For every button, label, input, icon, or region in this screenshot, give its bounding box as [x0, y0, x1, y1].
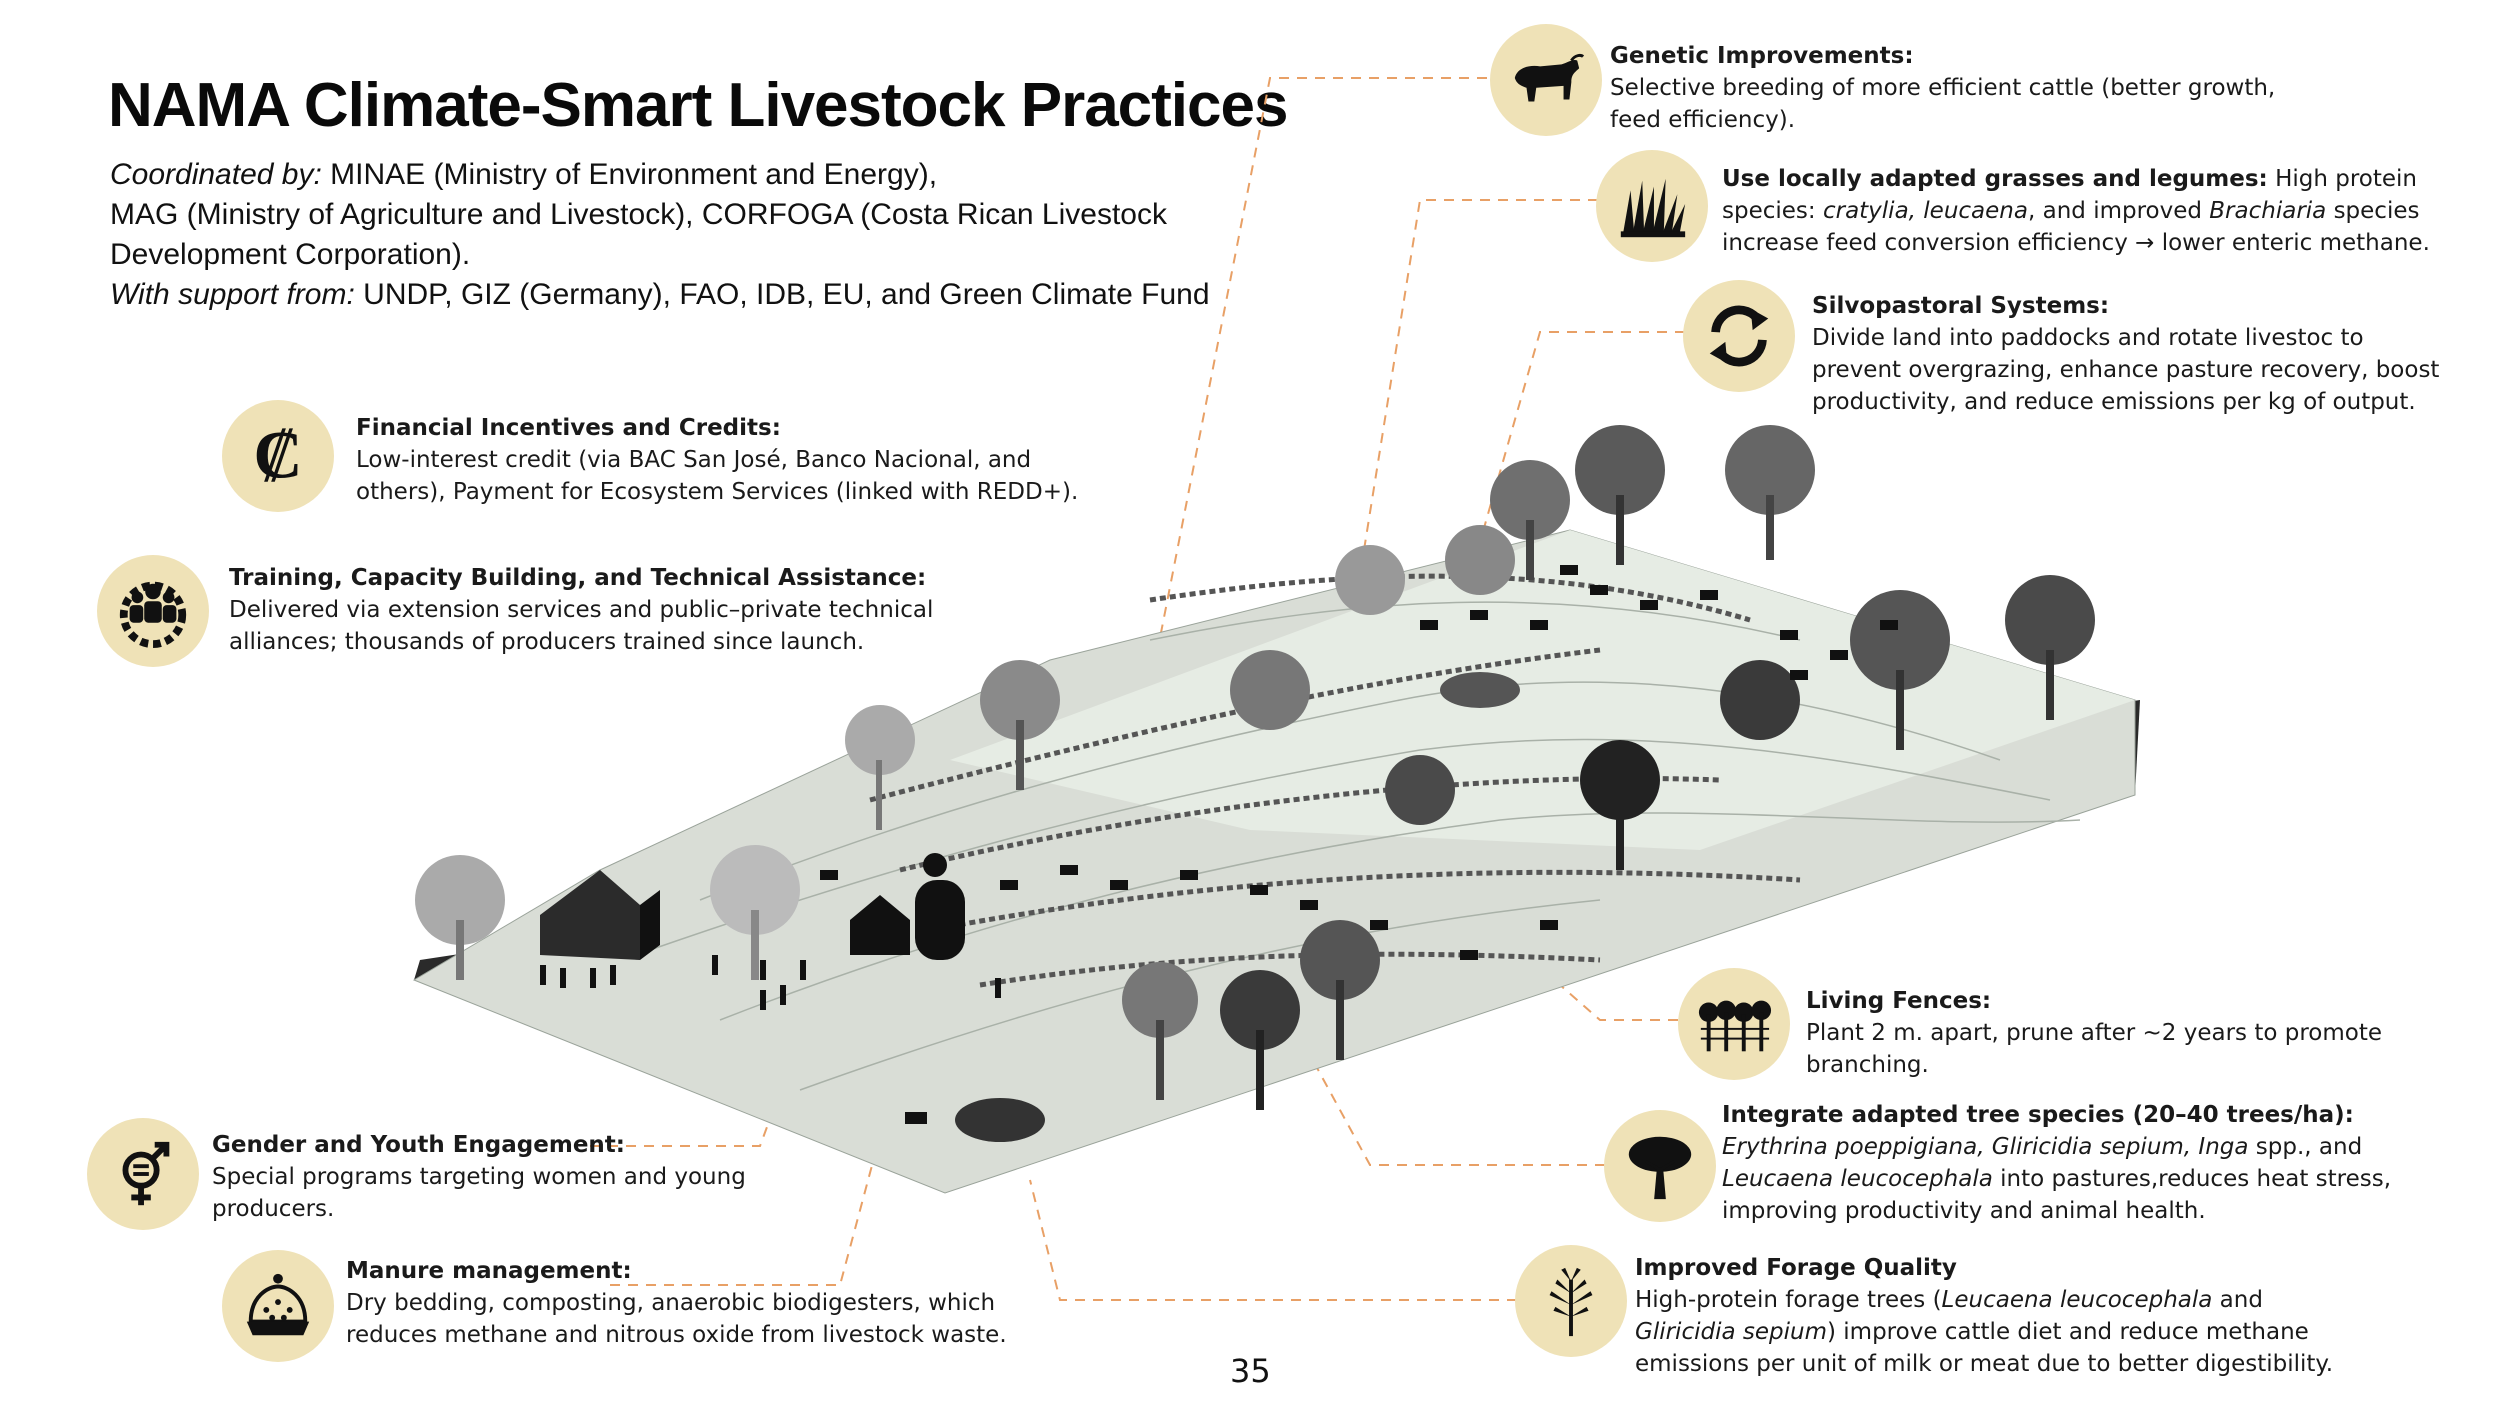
- support-text: UNDP, GIZ (Germany), FAO, IDB, EU, and G…: [363, 278, 1210, 311]
- silvopastoral-heading: Silvopastoral Systems:: [1812, 293, 2110, 319]
- gender-line2: producers.: [212, 1196, 335, 1222]
- silvopastoral-line3: productivity, and reduce emissions per k…: [1812, 389, 2416, 415]
- page-number: 35: [1230, 1352, 1271, 1390]
- silvopastoral-line1: Divide land into paddocks and rotate liv…: [1812, 325, 2364, 351]
- trees-line2-b: into pastures,reduces heat stress,: [1992, 1166, 2392, 1192]
- leader-line-genetic: [1134, 77, 1505, 766]
- trees-line1-a: Erythrina poeppigiana, Gliricidia sepium…: [1722, 1134, 2249, 1160]
- forage-line2-b: ) improve cattle diet and reduce methane: [1827, 1319, 2309, 1345]
- genetic-icon-badge: [1490, 24, 1602, 136]
- forage-line2-a: Gliricidia sepium: [1635, 1319, 1827, 1345]
- training-icon-badge: [97, 555, 209, 667]
- training-line1: Delivered via extension services and pub…: [229, 597, 934, 623]
- manure-text: Manure management: Dry bedding, composti…: [346, 1255, 1007, 1351]
- financial-line2: others), Payment for Ecosystem Services …: [356, 479, 1079, 505]
- gender-heading: Gender and Youth Engagement:: [212, 1132, 625, 1158]
- tree-row-icon: [1698, 1000, 1772, 1052]
- training-line2: alliances; thousands of producers traine…: [229, 629, 865, 655]
- forage-plant-icon: [1549, 1267, 1593, 1337]
- grasses-text: Use locally adapted grasses and legumes:…: [1722, 163, 2430, 259]
- genetic-line2: feed efficiency).: [1610, 107, 1795, 133]
- forage-icon-badge: [1515, 1245, 1627, 1357]
- biodigester-building: [850, 853, 965, 960]
- fences-text: Living Fences: Plant 2 m. apart, prune a…: [1806, 985, 2500, 1081]
- genetic-line1: Selective breeding of more efficient cat…: [1610, 75, 2276, 101]
- manure-line2: reduces methane and nitrous oxide from l…: [346, 1322, 1007, 1348]
- cattle: [820, 565, 1898, 1124]
- trees-icon-badge: [1604, 1110, 1716, 1222]
- grasses-line2-b: cratylia, leucaena: [1822, 198, 2028, 224]
- grasses-icon-badge: [1596, 150, 1708, 262]
- trees-text: Integrate adapted tree species (20–40 tr…: [1722, 1099, 2391, 1227]
- coord-line3: Development Corporation).: [110, 238, 471, 271]
- trees-line2-a: Leucaena leucocephala: [1722, 1166, 1993, 1192]
- manure-icon-badge: [222, 1250, 334, 1362]
- genetic-text: Genetic Improvements: Selective breeding…: [1610, 40, 2275, 136]
- gender-line1: Special programs targeting women and you…: [212, 1164, 746, 1190]
- coordination-block: Coordinated by: MINAE (Ministry of Envir…: [110, 155, 1210, 315]
- grasses-line2-e: species: [2326, 198, 2420, 224]
- forage-heading: Improved Forage Quality: [1635, 1255, 1957, 1281]
- silvopastoral-text: Silvopastoral Systems: Divide land into …: [1812, 290, 2439, 418]
- colon-currency-icon: ₡: [253, 417, 302, 494]
- fences-icon-badge: [1678, 968, 1790, 1080]
- grasses-line2-d: Brachiaria: [2209, 198, 2327, 224]
- coord-line2: MAG (Ministry of Agriculture and Livesto…: [110, 198, 1167, 231]
- silvopastoral-icon-badge: [1683, 280, 1795, 392]
- tree-icon: [1628, 1136, 1692, 1200]
- grasses-line1: Use locally adapted grasses and legumes:…: [1722, 166, 2417, 192]
- people: [540, 955, 1001, 1010]
- page-title: NAMA Climate-Smart Livestock Practices: [108, 71, 1288, 140]
- trees-line1-b: spp., and: [2248, 1134, 2363, 1160]
- leader-line-silvopastoral: [1459, 331, 1685, 613]
- fences-heading: Living Fences:: [1806, 988, 1992, 1014]
- forage-line1-c: and: [2212, 1287, 2263, 1313]
- trees: [415, 425, 2095, 1142]
- forage-line1-b: Leucaena leucocephala: [1941, 1287, 2213, 1313]
- forage-line1: High-protein forage trees (Leucaena leuc…: [1635, 1287, 2263, 1313]
- coord-label: Coordinated by:: [110, 158, 322, 191]
- forage-line1-a: High-protein forage trees (: [1635, 1287, 1942, 1313]
- forage-line2: Gliricidia sepium) improve cattle diet a…: [1635, 1319, 2309, 1345]
- financial-icon-badge: ₡: [222, 400, 334, 512]
- people-gear-icon: [119, 581, 187, 649]
- fences-line1: Plant 2 m. apart, prune after ~2 years t…: [1806, 1020, 2382, 1078]
- trees-line2: Leucaena leucocephala into pastures,redu…: [1722, 1166, 2391, 1192]
- manure-line1: Dry bedding, composting, anaerobic biodi…: [346, 1290, 996, 1316]
- barn: [540, 870, 660, 960]
- training-heading: Training, Capacity Building, and Technic…: [229, 565, 927, 591]
- manure-heading: Manure management:: [346, 1258, 632, 1284]
- grasses-line2-c: , and improved: [2027, 198, 2210, 224]
- grasses-heading-tail: High protein: [2267, 166, 2418, 192]
- grasses-line2-a: species:: [1722, 198, 1823, 224]
- grasses-heading: Use locally adapted grasses and legumes:: [1722, 166, 2268, 192]
- leader-line-forage: [1029, 1179, 1517, 1301]
- financial-line1: Low-interest credit (via BAC San José, B…: [356, 447, 1032, 473]
- gender-text: Gender and Youth Engagement: Special pro…: [212, 1129, 746, 1225]
- manure-pile-icon: [246, 1273, 310, 1336]
- genetic-heading: Genetic Improvements:: [1610, 43, 1914, 69]
- grass-icon: [1620, 178, 1686, 238]
- grasses-line2: species: cratylia, leucaena, and improve…: [1722, 198, 2419, 224]
- financial-text: Financial Incentives and Credits: Low-in…: [356, 412, 1078, 508]
- support-label: With support from:: [110, 278, 355, 311]
- forage-text: Improved Forage Quality High-protein for…: [1635, 1252, 2333, 1380]
- forage-line3: emissions per unit of milk or meat due t…: [1635, 1351, 2334, 1377]
- coord-line1: MINAE (Ministry of Environment and Energ…: [330, 158, 938, 191]
- trees-line1: Erythrina poeppigiana, Gliricidia sepium…: [1722, 1134, 2362, 1160]
- silvopastoral-line2: prevent overgrazing, enhance pasture rec…: [1812, 357, 2440, 383]
- svg-text:₡: ₡: [253, 417, 302, 494]
- bull-icon: [1514, 53, 1585, 102]
- trees-heading: Integrate adapted tree species (20–40 tr…: [1722, 1102, 2354, 1128]
- financial-heading: Financial Incentives and Credits:: [356, 415, 781, 441]
- upper-pasture: [950, 530, 2135, 850]
- trees-line3: improving productivity and animal health…: [1722, 1198, 2206, 1224]
- gender-icon-badge: [87, 1118, 199, 1230]
- training-text: Training, Capacity Building, and Technic…: [229, 562, 933, 658]
- grasses-line3: increase feed conversion efficiency → lo…: [1722, 230, 2430, 256]
- gender-symbol-icon: [122, 1141, 170, 1206]
- rotate-arrows-icon: [1709, 305, 1769, 367]
- leader-line-grasses: [1339, 199, 1598, 701]
